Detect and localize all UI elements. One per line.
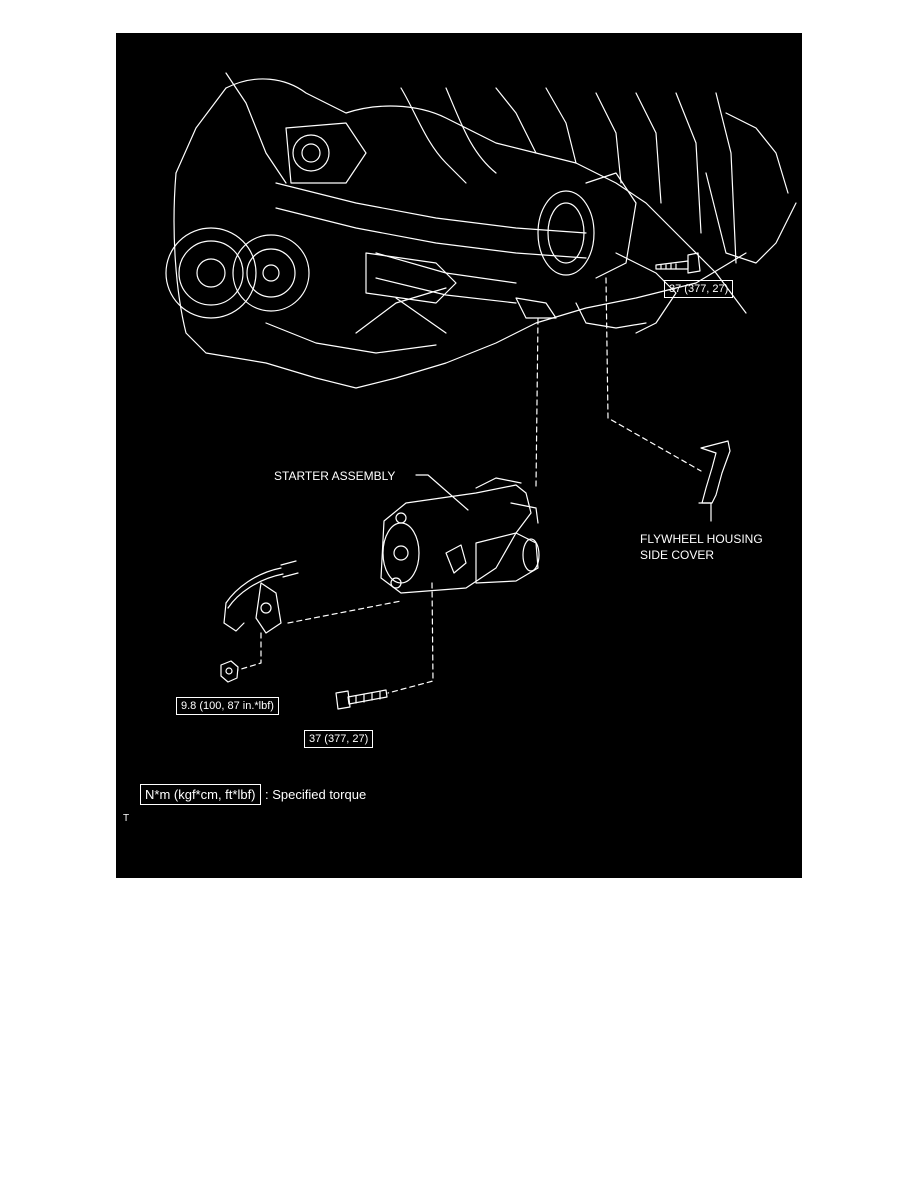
legend-description: : Specified torque xyxy=(265,787,367,802)
starter-leader-line xyxy=(415,474,469,511)
idler-pulley xyxy=(232,234,310,312)
starter-installation-diagram: STARTER ASSEMBLY FLYWHEEL HOUSING SIDE C… xyxy=(116,33,802,878)
diagram-illustration xyxy=(165,72,797,710)
terminal-nut xyxy=(220,660,239,683)
crank-pulley xyxy=(165,227,257,319)
side-cover-part xyxy=(698,440,731,504)
corner-mark: T xyxy=(123,813,130,824)
label-flywheel-line-1: FLYWHEEL HOUSING xyxy=(640,532,763,546)
water-pump xyxy=(285,122,367,184)
alignment-lines xyxy=(237,277,702,694)
torque-callout-top-bolt: 37 (377, 27) xyxy=(664,280,734,298)
label-flywheel-line-2: SIDE COVER xyxy=(640,548,715,562)
label-starter-assembly: STARTER ASSEMBLY xyxy=(274,469,396,483)
flywheel xyxy=(537,172,637,279)
top-bolt xyxy=(655,252,701,274)
torque-callout-bottom-bolt: 37 (377, 27) xyxy=(304,730,374,748)
starter-cable xyxy=(223,560,299,634)
torque-callout-terminal-nut: 9.8 (100, 87 in.*lbf) xyxy=(176,697,279,715)
bottom-bolt xyxy=(335,689,388,710)
oil-filter-bracket xyxy=(365,252,457,304)
legend-units-box: N*m (kgf*cm, ft*lbf) xyxy=(140,784,261,805)
starter-motor xyxy=(380,477,540,594)
engine-block xyxy=(173,72,797,389)
pipe xyxy=(395,297,447,334)
